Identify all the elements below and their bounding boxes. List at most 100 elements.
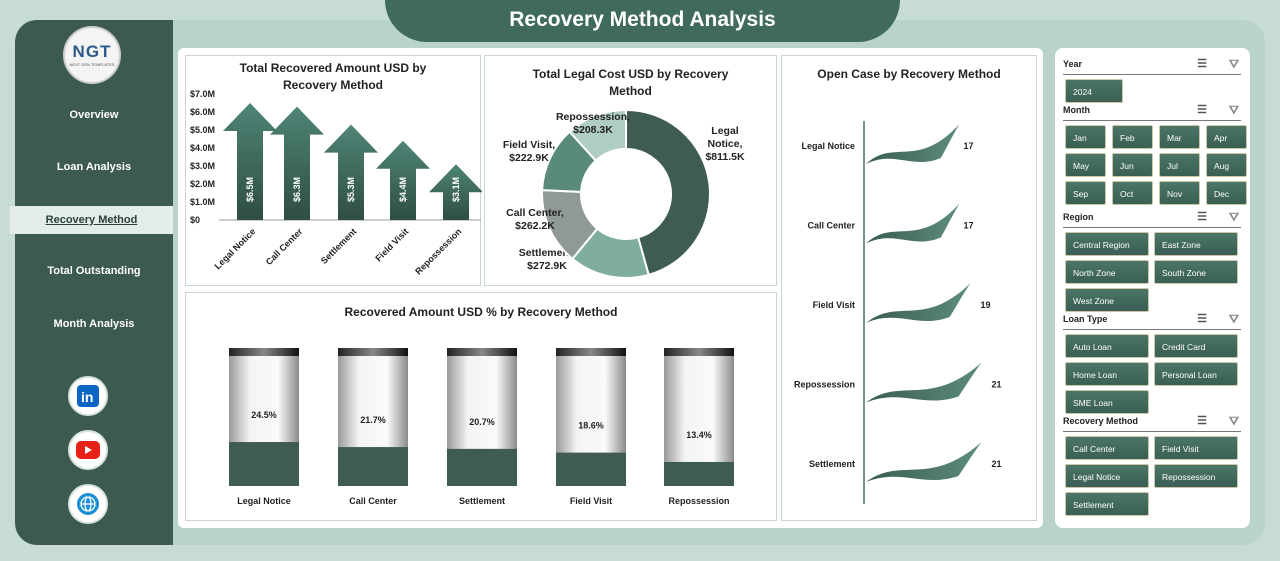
filter-option[interactable]: Mar bbox=[1159, 125, 1200, 149]
data-label: $811.5K bbox=[705, 151, 745, 163]
filter-option[interactable]: Jan bbox=[1065, 125, 1106, 149]
category-label: Call Center bbox=[807, 221, 855, 231]
y-tick-label: $1.0M bbox=[190, 197, 215, 207]
cylinder-cap bbox=[447, 348, 517, 356]
y-tick-label: $6.0M bbox=[190, 107, 215, 117]
filter-option[interactable]: Central Region bbox=[1065, 232, 1149, 256]
cylinder-cap bbox=[664, 348, 734, 356]
chart-title: Total Legal Cost USD by Recovery Method bbox=[532, 67, 729, 98]
filter-option[interactable]: May bbox=[1065, 153, 1106, 177]
data-label: 24.5% bbox=[251, 410, 277, 420]
filter-option[interactable]: Home Loan bbox=[1065, 362, 1149, 386]
filter-option[interactable]: Nov bbox=[1159, 181, 1200, 205]
y-tick-label: $0 bbox=[190, 215, 200, 225]
nav-loan-analysis[interactable]: Loan Analysis bbox=[56, 161, 132, 173]
x-tick-label: Call Center bbox=[264, 226, 305, 267]
data-label: 17 bbox=[964, 141, 974, 151]
filter-option[interactable]: Sep bbox=[1065, 181, 1106, 205]
filter-option[interactable]: Credit Card bbox=[1154, 334, 1238, 358]
chart-title: Total Recovered Amount USD by Recovery M… bbox=[239, 61, 427, 92]
cylinder-cap bbox=[338, 348, 408, 356]
data-label: 21 bbox=[992, 380, 1002, 390]
data-label: $208.3K bbox=[573, 124, 613, 136]
filter-option[interactable]: Auto Loan bbox=[1065, 334, 1149, 358]
filter-header: Region☰⛛ bbox=[1063, 208, 1241, 228]
open-case-chart: Open Case by Recovery Method Legal Notic… bbox=[781, 55, 1037, 521]
filter-option[interactable]: Personal Loan bbox=[1154, 362, 1238, 386]
filter-option[interactable]: Oct bbox=[1112, 181, 1153, 205]
filter-option[interactable]: Feb bbox=[1112, 125, 1153, 149]
bar-arrow bbox=[223, 103, 277, 220]
filter-label: Loan Type bbox=[1063, 314, 1108, 324]
multi-select-icon[interactable]: ☰ bbox=[1197, 58, 1207, 70]
filter-option[interactable]: Settlement bbox=[1065, 492, 1149, 516]
filter-option[interactable]: SME Loan bbox=[1065, 390, 1149, 414]
bar-flag bbox=[866, 203, 960, 244]
clear-filter-icon[interactable]: ⛛ bbox=[1228, 103, 1239, 117]
cylinder-fill bbox=[229, 442, 299, 486]
x-tick-label: Settlement bbox=[319, 226, 359, 266]
y-tick-label: $2.0M bbox=[190, 179, 215, 189]
filter-label: Month bbox=[1063, 105, 1090, 115]
linkedin-icon[interactable]: in bbox=[68, 376, 108, 416]
data-label: Field Visit, bbox=[503, 139, 555, 151]
filter-option[interactable]: Jun bbox=[1112, 153, 1153, 177]
y-tick-label: $3.0M bbox=[190, 161, 215, 171]
donut-slice bbox=[625, 108, 711, 277]
filter-option[interactable]: South Zone bbox=[1154, 260, 1238, 284]
multi-select-icon[interactable]: ☰ bbox=[1197, 415, 1207, 427]
multi-select-icon[interactable]: ☰ bbox=[1197, 313, 1207, 325]
x-tick-label: Call Center bbox=[349, 496, 397, 506]
globe-icon[interactable] bbox=[68, 484, 108, 524]
data-label: $4.4M bbox=[398, 177, 408, 202]
youtube-icon[interactable] bbox=[68, 430, 108, 470]
filter-option[interactable]: Repossession bbox=[1154, 464, 1238, 488]
x-tick-label: Repossession bbox=[668, 496, 729, 506]
data-label: Repossession, bbox=[556, 111, 630, 123]
filter-option[interactable]: Jul bbox=[1159, 153, 1200, 177]
nav-total-outstanding[interactable]: Total Outstanding bbox=[47, 265, 141, 277]
clear-filter-icon[interactable]: ⛛ bbox=[1228, 312, 1239, 326]
cylinder-fill bbox=[338, 447, 408, 486]
filter-option[interactable]: Dec bbox=[1206, 181, 1247, 205]
filter-option[interactable]: Field Visit bbox=[1154, 436, 1238, 460]
filter-option[interactable]: West Zone bbox=[1065, 288, 1149, 312]
category-label: Settlement bbox=[809, 459, 855, 469]
clear-filter-icon[interactable]: ⛛ bbox=[1228, 57, 1239, 71]
multi-select-icon[interactable]: ☰ bbox=[1197, 211, 1207, 223]
data-label: Legal bbox=[711, 125, 739, 137]
x-tick-label: Field Visit bbox=[373, 226, 410, 263]
data-label: $272.9K bbox=[527, 260, 567, 272]
nav-month-analysis[interactable]: Month Analysis bbox=[53, 318, 135, 330]
clear-filter-icon[interactable]: ⛛ bbox=[1228, 414, 1239, 428]
filter-label: Year bbox=[1063, 59, 1083, 69]
filter-header: Month ☰ ⛛ bbox=[1063, 101, 1241, 121]
filter-option[interactable]: 2024 bbox=[1065, 79, 1123, 103]
filter-option[interactable]: Aug bbox=[1206, 153, 1247, 177]
data-label: 18.6% bbox=[578, 421, 604, 431]
multi-select-icon[interactable]: ☰ bbox=[1197, 104, 1207, 116]
data-label: Notice, bbox=[707, 138, 742, 150]
filter-option[interactable]: East Zone bbox=[1154, 232, 1238, 256]
nav-overview[interactable]: Overview bbox=[69, 109, 119, 121]
filter-header: Year ☰ ⛛ bbox=[1063, 55, 1241, 75]
y-tick-label: $5.0M bbox=[190, 125, 215, 135]
filter-option[interactable]: Legal Notice bbox=[1065, 464, 1149, 488]
legal-cost-chart: Total Legal Cost USD by Recovery Method … bbox=[484, 55, 777, 286]
x-tick-label: Legal Notice bbox=[213, 226, 258, 271]
bar-flag bbox=[866, 442, 982, 482]
data-label: $5.3M bbox=[346, 177, 356, 202]
data-label: 21.7% bbox=[360, 415, 386, 425]
filter-option[interactable]: North Zone bbox=[1065, 260, 1149, 284]
clear-filter-icon[interactable]: ⛛ bbox=[1228, 210, 1239, 224]
page-title: Recovery Method Analysis bbox=[385, 0, 900, 42]
filter-option[interactable]: Call Center bbox=[1065, 436, 1149, 460]
filter-option[interactable]: Apr bbox=[1206, 125, 1247, 149]
bar-flag bbox=[866, 283, 971, 323]
data-label: 17 bbox=[964, 221, 974, 231]
donut-slice bbox=[568, 108, 627, 163]
data-label: Call Center, bbox=[506, 207, 564, 219]
cylinder-fill bbox=[447, 448, 517, 486]
nav-recovery-method[interactable]: Recovery Method bbox=[10, 206, 173, 234]
